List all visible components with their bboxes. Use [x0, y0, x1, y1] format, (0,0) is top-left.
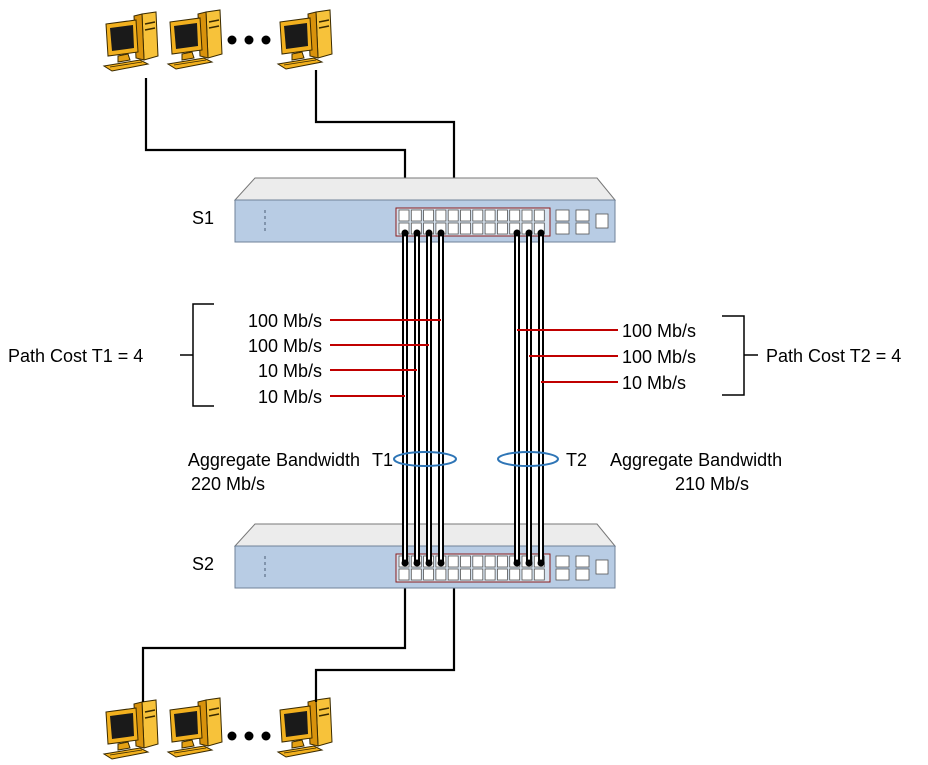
t2-bracket: [722, 315, 745, 396]
trunk-t1-ring: [393, 451, 457, 467]
switch-port: [472, 568, 484, 581]
trunk-rings: [393, 451, 559, 467]
switch-port: [496, 555, 508, 568]
t2-link2-speed: 100 Mb/s: [622, 347, 696, 367]
t1-path-cost: Path Cost T1 = 4: [8, 346, 143, 366]
ellipsis-dots-icon: [227, 35, 271, 45]
bottom-end-stations: [103, 697, 333, 760]
switch-s1-label: S1: [192, 208, 214, 228]
uplink-port: [575, 209, 590, 222]
speed-markers: [330, 319, 618, 397]
switch-port: [398, 568, 410, 581]
switch-port: [447, 209, 459, 222]
switch-port: [410, 209, 422, 222]
switch-port: [533, 209, 545, 222]
switch-port: [484, 222, 496, 235]
switch-port: [410, 568, 422, 581]
t1-link4-speed: 10 Mb/s: [258, 387, 322, 407]
t2-link1-speed: 100 Mb/s: [622, 321, 696, 341]
desktop-computer-icon: [277, 9, 333, 70]
switch-s1: [233, 177, 617, 243]
t2-link3-speed: 10 Mb/s: [622, 373, 686, 393]
switch-port: [447, 555, 459, 568]
t2-path-cost: Path Cost T2 = 4: [766, 346, 901, 366]
switch-port: [484, 555, 496, 568]
switch-s2: [233, 523, 617, 589]
switch-port: [496, 222, 508, 235]
desktop-computer-icon: [277, 697, 333, 758]
ellipsis-dots-icon: [227, 731, 271, 741]
switch-port: [472, 209, 484, 222]
switch-port: [509, 209, 521, 222]
trunk-t2-ring: [497, 451, 559, 467]
switch-port: [521, 568, 533, 581]
uplink-port: [555, 568, 570, 581]
switch-port: [398, 209, 410, 222]
uplink-port: [575, 222, 590, 235]
t2-aggregate-label: Aggregate Bandwidth: [610, 450, 782, 470]
switch-port: [496, 568, 508, 581]
top-end-stations: [103, 9, 333, 72]
switch-port: [435, 209, 447, 222]
switch-port: [533, 568, 545, 581]
t1-aggregate-value: 220 Mb/s: [191, 474, 265, 494]
switch-port: [435, 568, 447, 581]
switch-port: [496, 209, 508, 222]
trunk-connectors: [401, 229, 545, 567]
t1-link2-speed: 100 Mb/s: [248, 336, 322, 356]
t2-aggregate-value: 210 Mb/s: [675, 474, 749, 494]
switch-port: [484, 209, 496, 222]
switch-port: [521, 209, 533, 222]
switch-port: [472, 555, 484, 568]
desktop-computer-icon: [103, 699, 159, 760]
console-port: [595, 559, 609, 575]
desktop-computer-icon: [167, 9, 223, 70]
switch-port: [447, 222, 459, 235]
t1-aggregate-label: Aggregate Bandwidth: [188, 450, 360, 470]
trunk-t2-label: T2: [566, 450, 587, 470]
uplink-port: [575, 555, 590, 568]
trunk-t1-label: T1: [372, 450, 393, 470]
uplink-port: [575, 568, 590, 581]
t1-bracket: [192, 303, 214, 407]
switch-port: [460, 209, 471, 222]
desktop-computer-icon: [103, 11, 159, 72]
uplink-port: [555, 555, 570, 568]
t1-link3-speed: 10 Mb/s: [258, 361, 322, 381]
brackets: [180, 303, 758, 407]
switch-port: [460, 222, 471, 235]
switch-port: [484, 568, 496, 581]
switch-port: [460, 555, 471, 568]
switch-port: [423, 209, 435, 222]
uplink-port: [555, 209, 570, 222]
switch-s2-label: S2: [192, 554, 214, 574]
port-panel: [395, 207, 609, 237]
switch-port: [472, 222, 484, 235]
trunk-links: [402, 233, 544, 563]
desktop-computer-icon: [167, 697, 223, 758]
t1-link1-speed: 100 Mb/s: [248, 311, 322, 331]
switch-port: [423, 568, 435, 581]
switch-port: [509, 568, 521, 581]
switch-port: [460, 568, 471, 581]
uplink-port: [555, 222, 570, 235]
console-port: [595, 213, 609, 229]
switch-port: [447, 568, 459, 581]
